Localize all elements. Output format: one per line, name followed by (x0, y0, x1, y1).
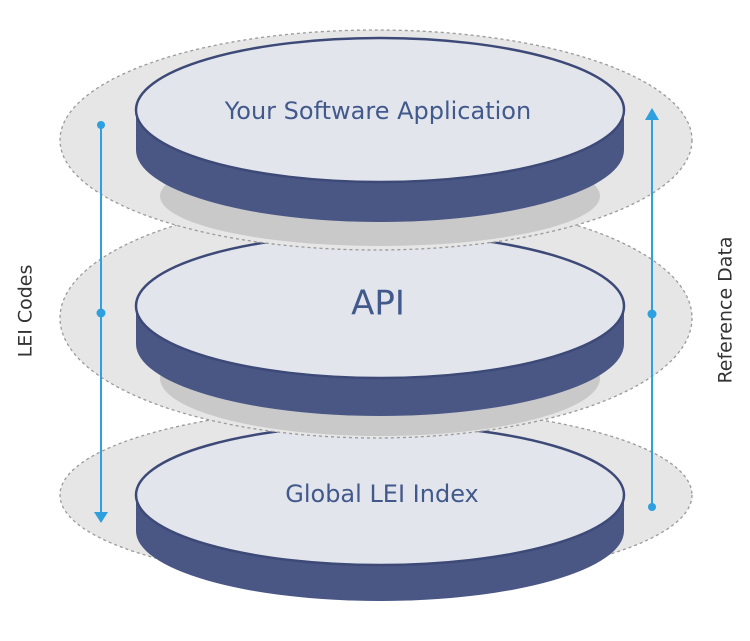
left-flow-start-dot (97, 121, 105, 129)
right-flow-end-dot (648, 503, 656, 511)
top-layer-label: Your Software Application (224, 97, 531, 125)
right-flow-mid-dot (647, 309, 657, 319)
middle-layer-label: API (351, 284, 405, 324)
top-layer-face (134, 36, 626, 184)
left-flow-arrowhead-down-icon (94, 512, 108, 523)
top-layer: Your Software Application (59, 29, 693, 251)
right-flow (645, 108, 659, 511)
left-flow (94, 121, 108, 523)
left-flow-label: LEI Codes (15, 265, 37, 358)
bottom-layer: Global LEI Index (59, 406, 693, 601)
right-flow-label: Reference Data (715, 236, 737, 383)
bottom-layer-label: Global LEI Index (285, 480, 479, 508)
left-flow-mid-dot (96, 308, 106, 318)
middle-layer: API (59, 197, 693, 439)
right-flow-arrowhead-up-icon (645, 108, 659, 120)
